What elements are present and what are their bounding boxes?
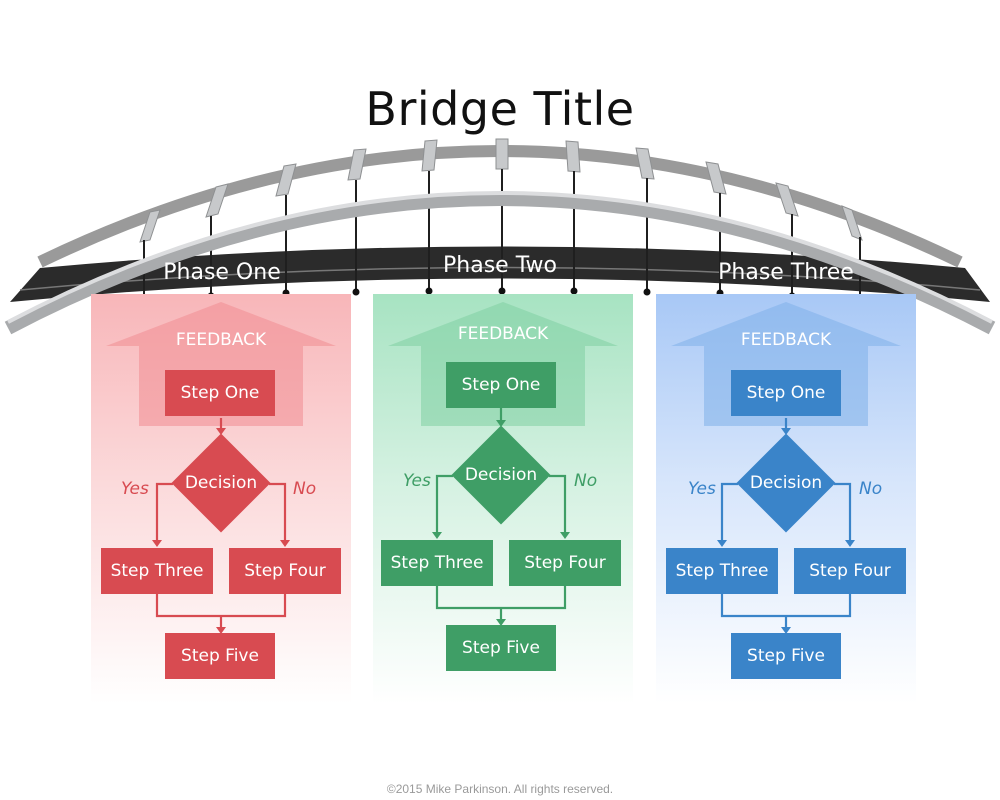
phase-one-flow-lines xyxy=(106,302,336,634)
phase-three-label: Phase Three xyxy=(718,260,854,285)
phase-two-column: FEEDBACK Step One Decision Yes No Step T… xyxy=(373,294,633,704)
bridge-front-arch xyxy=(4,192,996,335)
step-five-box: Step Five xyxy=(731,633,841,679)
decision-label: Decision xyxy=(749,473,823,493)
phase-one-label: Phase One xyxy=(163,260,281,285)
phase-one-column: FEEDBACK Step One Decision Yes No Step T… xyxy=(91,294,351,704)
bridge-graphic xyxy=(4,138,996,335)
bridge-hangers xyxy=(143,169,861,298)
step-one-box: Step One xyxy=(446,362,556,408)
decision-label: Decision xyxy=(184,473,258,493)
step-four-box: Step Four xyxy=(229,548,341,594)
step-one-box: Step One xyxy=(165,370,275,416)
feedback-label: FEEDBACK xyxy=(457,324,549,344)
no-label: No xyxy=(293,479,317,499)
step-one-box: Step One xyxy=(731,370,841,416)
yes-label: Yes xyxy=(688,479,716,499)
step-three-box: Step Three xyxy=(381,540,493,586)
step-three-box: Step Three xyxy=(101,548,213,594)
copyright-footer: ©2015 Mike Parkinson. All rights reserve… xyxy=(386,782,614,796)
phase-three-column: FEEDBACK Step One Decision Yes No Step T… xyxy=(656,294,916,704)
decision-label: Decision xyxy=(464,465,538,485)
phase-two-label: Phase Two xyxy=(443,253,557,278)
step-five-box: Step Five xyxy=(446,625,556,671)
no-label: No xyxy=(859,479,883,499)
feedback-arrow xyxy=(106,302,336,426)
yes-label: Yes xyxy=(121,479,149,499)
bridge-deck xyxy=(10,246,990,302)
yes-label: Yes xyxy=(403,471,431,491)
feedback-arrow xyxy=(671,302,901,426)
feedback-label: FEEDBACK xyxy=(175,330,267,350)
step-five-box: Step Five xyxy=(165,633,275,679)
bridge-title: Bridge Title xyxy=(365,82,635,136)
step-four-box: Step Four xyxy=(794,548,906,594)
no-label: No xyxy=(574,471,598,491)
step-three-box: Step Three xyxy=(666,548,778,594)
feedback-label: FEEDBACK xyxy=(740,330,832,350)
bridge-cross-beams xyxy=(139,138,863,243)
phase-three-flow-lines xyxy=(671,302,901,634)
step-four-box: Step Four xyxy=(509,540,621,586)
